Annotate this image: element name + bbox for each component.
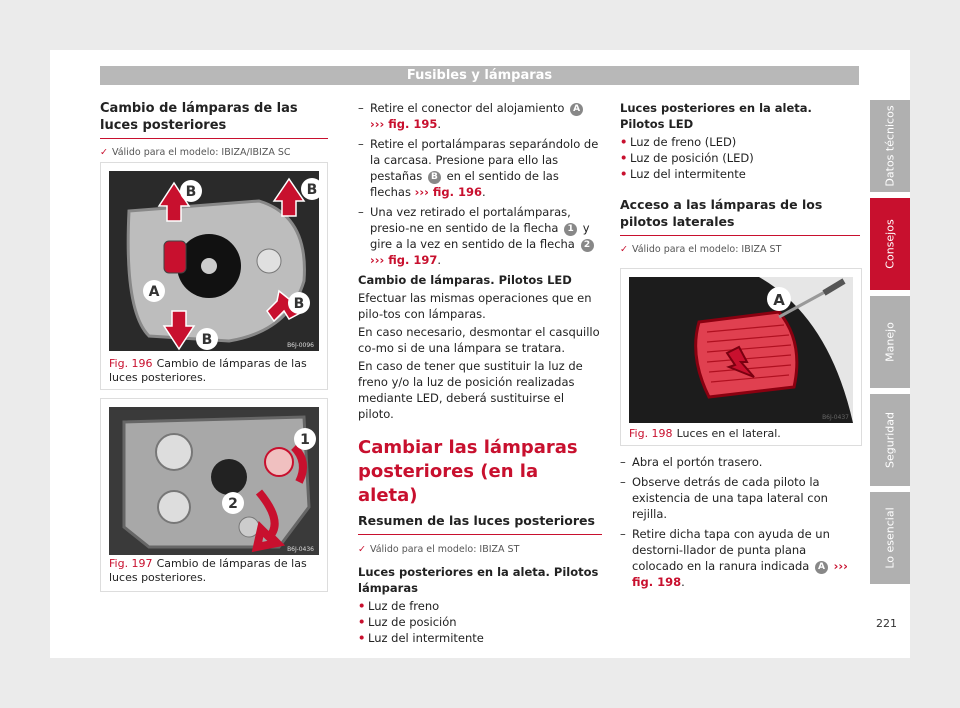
led-heading: Cambio de lámparas. Pilotos LED xyxy=(358,273,572,287)
label-b-3: B xyxy=(294,296,305,312)
validity-note: ✓Válido para el modelo: IBIZA/IBIZA SC xyxy=(100,147,291,158)
fig-link[interactable]: ››› fig. 197 xyxy=(370,253,438,267)
page-header: Fusibles y lámparas xyxy=(100,66,859,85)
tab-seguridad[interactable]: Seguridad xyxy=(870,394,910,486)
paragraph: En caso necesario, desmontar el casquill… xyxy=(358,325,600,355)
lamp-holder-image: 1 2 B6J-0436 xyxy=(109,407,319,555)
ref-marker-a: A xyxy=(815,561,829,574)
tab-manejo[interactable]: Manejo xyxy=(870,296,910,388)
step-2: Observe detrás de cada piloto la existen… xyxy=(620,474,860,522)
list-item: Luz del intermitente xyxy=(358,630,602,646)
ref-marker-a: A xyxy=(570,103,584,116)
label-a: A xyxy=(149,284,160,300)
tail-lamp-image: B B A B B B6J-0096 xyxy=(109,171,319,351)
list-item: Luz de posición (LED) xyxy=(620,150,860,166)
label-b-4: B xyxy=(202,332,213,348)
step-2: Retire el portalámparas separándolo de l… xyxy=(358,136,602,200)
label-b-1: B xyxy=(186,184,197,200)
image-code: B6J-0437 xyxy=(822,414,849,421)
paragraph: En caso de tener que sustituir la luz de… xyxy=(358,359,583,421)
section-title: Acceso a las lámparas de los pilotos lat… xyxy=(620,197,823,229)
image-code: B6J-0436 xyxy=(287,546,314,553)
label-2: 2 xyxy=(228,496,238,512)
validity-note: ✓Válido para el modelo: IBIZA ST xyxy=(620,244,782,255)
step-3: Una vez retirado el portalámparas, presi… xyxy=(358,204,602,268)
check-icon: ✓ xyxy=(620,244,628,255)
tab-consejos[interactable]: Consejos xyxy=(870,198,910,290)
validity-note: ✓Válido para el modelo: IBIZA ST xyxy=(358,544,520,555)
led-heading: Luces posteriores en la aleta. Pilotos L… xyxy=(620,101,812,131)
list-item: Luz de freno (LED) xyxy=(620,134,860,150)
subsection-title: Resumen de las luces posteriores xyxy=(358,513,595,528)
ref-marker-2: 2 xyxy=(580,239,594,252)
paragraph: Efectuar las mismas operaciones que en p… xyxy=(358,291,592,321)
label-a: A xyxy=(773,291,785,309)
section-heading-block: Acceso a las lámparas de los pilotos lat… xyxy=(620,196,860,236)
side-panel-image: A B6J-0437 xyxy=(629,277,853,423)
fig-link[interactable]: ››› fig. 198 xyxy=(632,559,848,589)
check-icon: ✓ xyxy=(358,544,366,555)
column-2: Retire el conector del alojamiento A ›››… xyxy=(358,100,602,646)
list-item: Luz del intermitente xyxy=(620,166,860,182)
check-icon: ✓ xyxy=(100,147,108,158)
tab-lo-esencial[interactable]: Lo esencial xyxy=(870,492,910,584)
column-3-steps: Abra el portón trasero. Observe detrás d… xyxy=(620,454,860,594)
list-item: Luz de posición xyxy=(358,614,602,630)
chapter-title: Cambiar las lámparas posteriores (en la … xyxy=(358,437,578,506)
column-1: Cambio de lámparas de las luces posterio… xyxy=(100,100,328,161)
fig-link[interactable]: ››› fig. 196 xyxy=(414,185,482,199)
page-number: 221 xyxy=(876,617,897,630)
section-heading-block: Cambio de lámparas de las luces posterio… xyxy=(100,100,328,139)
step-1: Abra el portón trasero. xyxy=(620,454,860,470)
step-3: Retire dicha tapa con ayuda de un destor… xyxy=(620,526,860,590)
image-code: B6J-0096 xyxy=(287,342,314,349)
fig-link[interactable]: ››› fig. 195 xyxy=(370,117,438,131)
tab-datos-tecnicos[interactable]: Datos técnicos xyxy=(870,100,910,192)
ref-marker-1: 1 xyxy=(564,223,578,236)
step-1: Retire el conector del alojamiento A ›››… xyxy=(358,100,602,132)
column-3: Luces posteriores en la aleta. Pilotos L… xyxy=(620,100,860,258)
section-title: Cambio de lámparas de las luces posterio… xyxy=(100,101,298,133)
list-item: Luz de freno xyxy=(358,598,602,614)
label-b-2: B xyxy=(307,182,318,198)
list-heading: Luces posteriores en la aleta. Pilotos l… xyxy=(358,565,599,595)
label-1: 1 xyxy=(300,432,310,448)
subsection-heading-block: Resumen de las luces posteriores xyxy=(358,512,602,535)
ref-marker-b: B xyxy=(427,171,441,184)
